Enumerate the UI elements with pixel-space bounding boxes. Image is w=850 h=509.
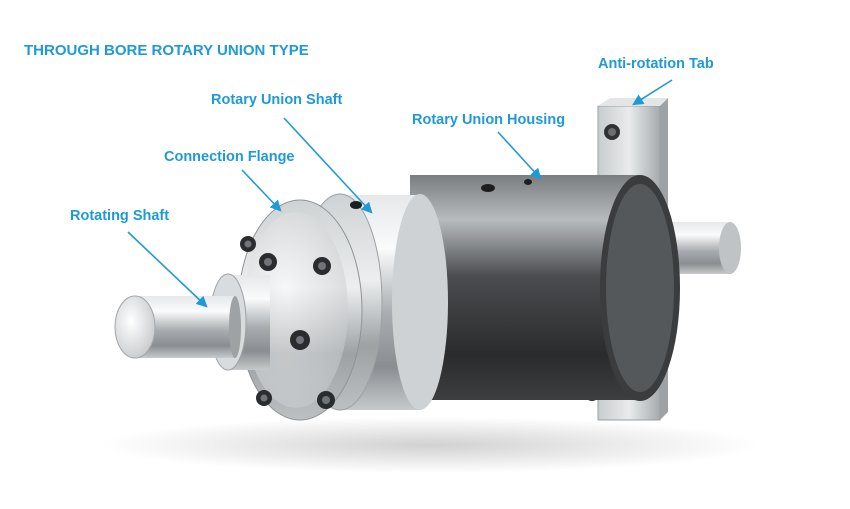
callout-arrow-icon: [127, 231, 208, 308]
diagram-title: THROUGH BORE ROTARY UNION TYPE: [24, 42, 309, 59]
callout-lines: [127, 79, 673, 308]
label-rotary-union-housing: Rotary Union Housing: [412, 112, 566, 128]
label-rotary-union-shaft: Rotary Union Shaft: [211, 92, 343, 108]
callout-arrow-icon: [632, 79, 673, 106]
rotary-union-housing-graphic: [410, 175, 680, 401]
callout-arrow-icon: [497, 131, 542, 180]
ground-shadow: [100, 417, 760, 473]
label-anti-rotation-tab: Anti-rotation Tab: [598, 56, 714, 72]
rotating-shaft-graphic: [114, 295, 241, 359]
callout-arrow-icon: [283, 117, 373, 214]
label-rotating-shaft: Rotating Shaft: [70, 208, 170, 224]
callout-arrow-icon: [241, 169, 282, 212]
label-connection-flange: Connection Flange: [164, 149, 295, 165]
